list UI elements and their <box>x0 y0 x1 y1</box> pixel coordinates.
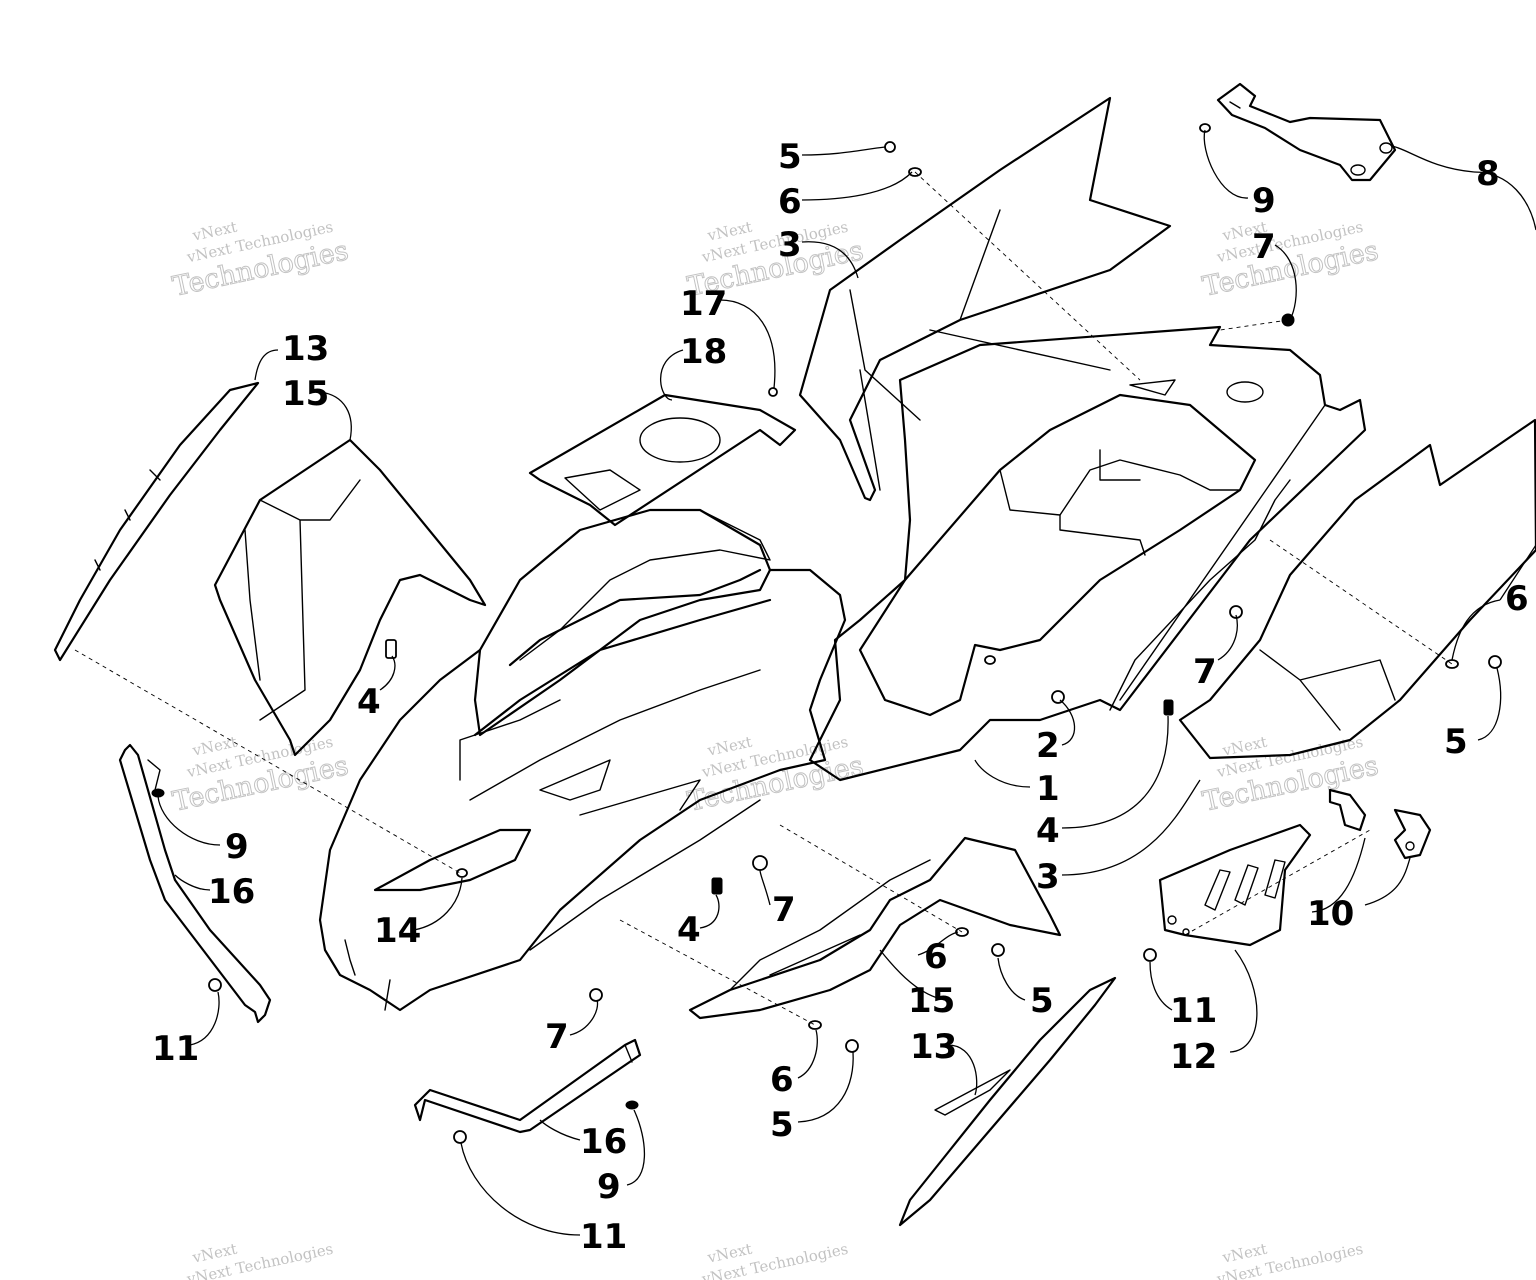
nut-icon <box>1229 605 1243 619</box>
callout-15: 15 <box>282 374 329 414</box>
callout-6: 6 <box>778 182 802 222</box>
screw-icon <box>845 1039 859 1053</box>
callout-6: 6 <box>924 937 948 977</box>
callout-16: 16 <box>580 1122 627 1162</box>
callout-5: 5 <box>770 1105 794 1145</box>
main-body-part <box>808 325 1367 782</box>
callout-9: 9 <box>225 827 249 867</box>
callout-2: 2 <box>1036 726 1060 766</box>
callout-7: 7 <box>1252 227 1276 267</box>
callout-11: 11 <box>1170 991 1217 1031</box>
callout-7: 7 <box>545 1017 569 1057</box>
callout-10: 10 <box>1307 894 1354 934</box>
side-trim-right-part <box>898 976 1117 1227</box>
callout-4: 4 <box>1036 811 1060 851</box>
right-fender-part <box>1178 418 1536 760</box>
hole-icon <box>984 655 996 665</box>
callout-6: 6 <box>770 1060 794 1100</box>
assembly-lines <box>74 171 1453 1026</box>
screw-icon <box>1143 948 1157 962</box>
callout-3: 3 <box>1036 857 1060 897</box>
clip-icon <box>711 877 723 895</box>
screw-icon <box>208 978 222 992</box>
callout-18: 18 <box>680 332 727 372</box>
deck-panel-part <box>528 393 797 527</box>
washer-icon <box>1445 659 1459 669</box>
front-fender-right-part <box>688 836 1062 1020</box>
front-body-part <box>318 508 847 1012</box>
screw-icon <box>1488 655 1502 669</box>
front-fender-left-part <box>213 438 487 757</box>
leader-lines <box>157 129 1536 1236</box>
nut-icon <box>589 988 603 1002</box>
callout-13: 13 <box>910 1027 957 1067</box>
bracket-part-8 <box>1216 82 1397 182</box>
clip-icon <box>1163 699 1174 716</box>
callout-7: 7 <box>772 890 796 930</box>
callout-5: 5 <box>1444 722 1468 762</box>
callout-5: 5 <box>778 137 802 177</box>
guard-plate-part <box>1158 823 1312 947</box>
screw-icon <box>768 387 778 397</box>
support-rod-left-part <box>118 743 272 1024</box>
callout-4: 4 <box>677 910 701 950</box>
callout-8: 8 <box>1476 154 1500 194</box>
callout-11: 11 <box>152 1029 199 1069</box>
support-rod-bottom-part <box>413 1038 642 1134</box>
washer-icon <box>808 1020 822 1030</box>
callout-7: 7 <box>1193 652 1217 692</box>
callout-13: 13 <box>282 329 329 369</box>
callout-4: 4 <box>357 682 381 722</box>
side-trim-left-part <box>53 381 260 662</box>
callout-12: 12 <box>1170 1037 1217 1077</box>
screw-icon <box>453 1130 467 1144</box>
nut-icon <box>752 855 768 871</box>
callout-9: 9 <box>1252 181 1276 221</box>
washer-icon <box>625 1100 639 1110</box>
parts <box>53 82 1536 1236</box>
callout-17: 17 <box>680 284 727 324</box>
callout-6: 6 <box>1505 579 1529 619</box>
callout-1: 1 <box>1036 769 1060 809</box>
callout-16: 16 <box>208 872 255 912</box>
clip-icon <box>385 639 397 659</box>
hole-icon <box>456 868 468 878</box>
clamp-part-10 <box>1328 788 1432 860</box>
callout-5: 5 <box>1030 981 1054 1021</box>
callouts: 5 6 3 17 18 13 15 9 7 8 6 5 4 7 2 1 4 3 … <box>152 137 1529 1257</box>
callout-14: 14 <box>374 911 421 951</box>
callout-9: 9 <box>597 1167 621 1207</box>
rear-fender-top-part <box>798 96 1172 502</box>
callout-3: 3 <box>778 225 802 265</box>
callout-15: 15 <box>908 981 955 1021</box>
screw-icon <box>884 141 896 153</box>
callout-11: 11 <box>580 1217 627 1257</box>
washer-icon <box>151 788 165 798</box>
screw-icon <box>991 943 1005 957</box>
